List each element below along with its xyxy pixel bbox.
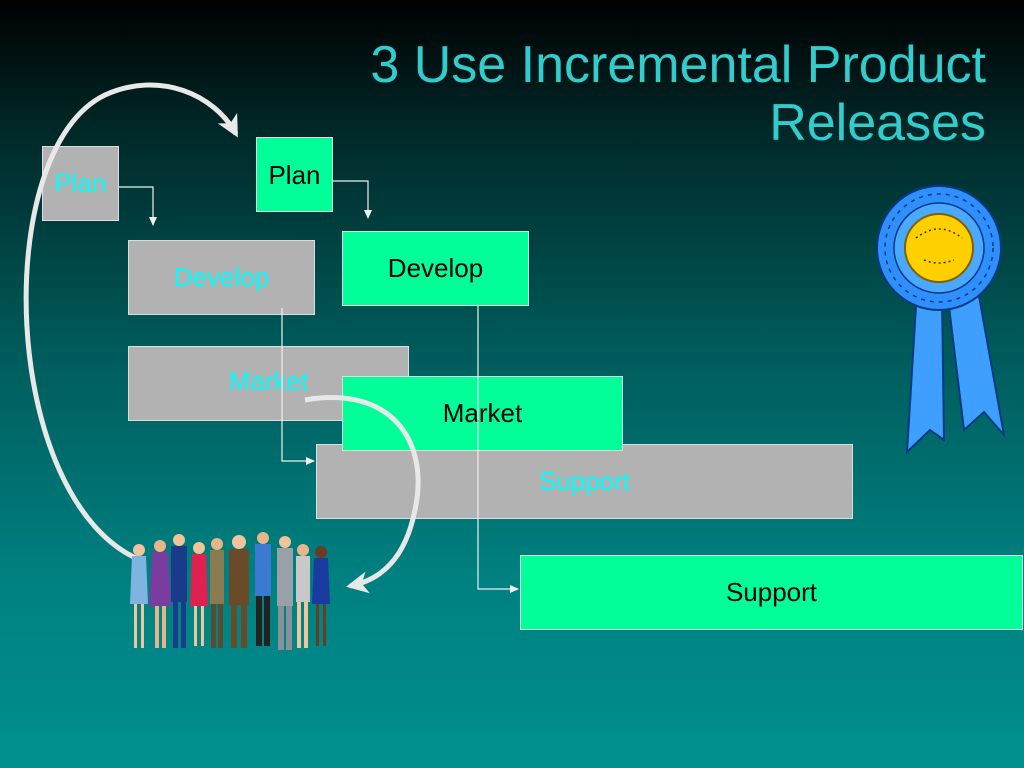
release1-develop-label: Develop [173, 262, 270, 292]
release2-support-label: Support [725, 577, 818, 607]
release2-market-box: Market [342, 376, 623, 451]
prize-ribbon-icon [876, 185, 1006, 455]
release2-plan-label: Plan [268, 160, 321, 190]
release1-support-box: Support [316, 444, 853, 519]
release2-develop-label: Develop [387, 253, 484, 283]
release2-develop-box: Develop [342, 231, 529, 306]
release1-plan-box: Plan [42, 146, 119, 221]
r1-plan-to-develop-connector [119, 186, 157, 226]
release2-market-label: Market [442, 398, 523, 428]
release1-plan-label: Plan [54, 168, 107, 198]
title-line-2: Releases [769, 94, 986, 152]
slide-title: 3 Use Incremental Product Releases [186, 36, 986, 152]
release1-market-label: Market [228, 366, 309, 396]
release1-support-label: Support [538, 466, 631, 496]
release2-plan-box: Plan [256, 137, 333, 212]
customers-group-icon [130, 532, 330, 650]
title-line-1: 3 Use Incremental Product [370, 36, 986, 94]
release1-develop-box: Develop [128, 240, 315, 315]
r2-plan-to-develop-connector [333, 180, 372, 219]
release2-support-box: Support [520, 555, 1023, 630]
